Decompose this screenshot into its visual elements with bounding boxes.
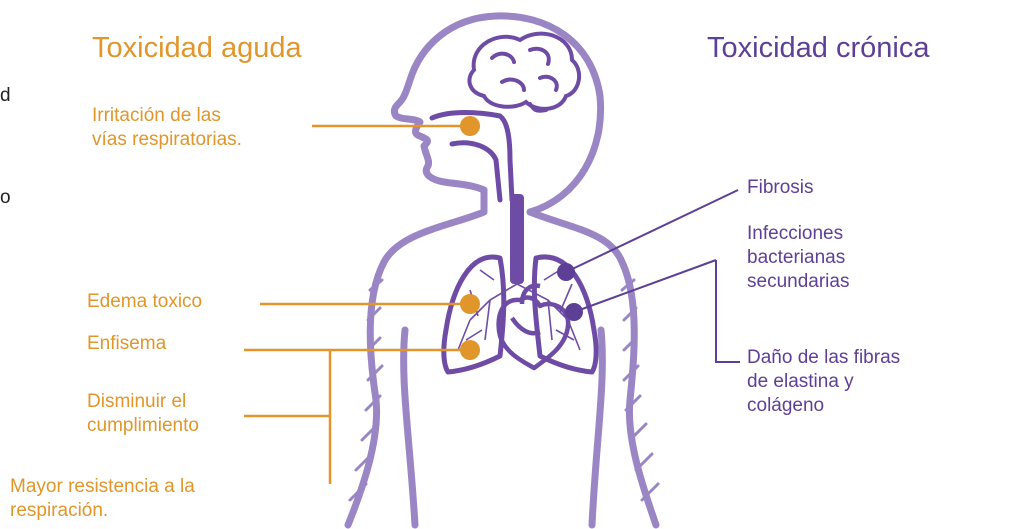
irritation-marker: [460, 116, 480, 136]
heart-icon: [499, 286, 569, 368]
fiber-damage-bracket: [716, 260, 740, 362]
infections-marker: [565, 303, 583, 321]
trachea: [510, 194, 524, 284]
fibrosis-marker: [557, 263, 575, 281]
chronic-connectors: [566, 190, 740, 362]
left-arm-inner: [404, 330, 415, 525]
infections-connector: [574, 260, 716, 312]
edema-marker: [460, 294, 480, 314]
brain-icon: [469, 34, 579, 111]
acute-markers: [460, 116, 480, 360]
emphysema-marker: [460, 340, 480, 360]
oral-passage: [452, 143, 500, 200]
